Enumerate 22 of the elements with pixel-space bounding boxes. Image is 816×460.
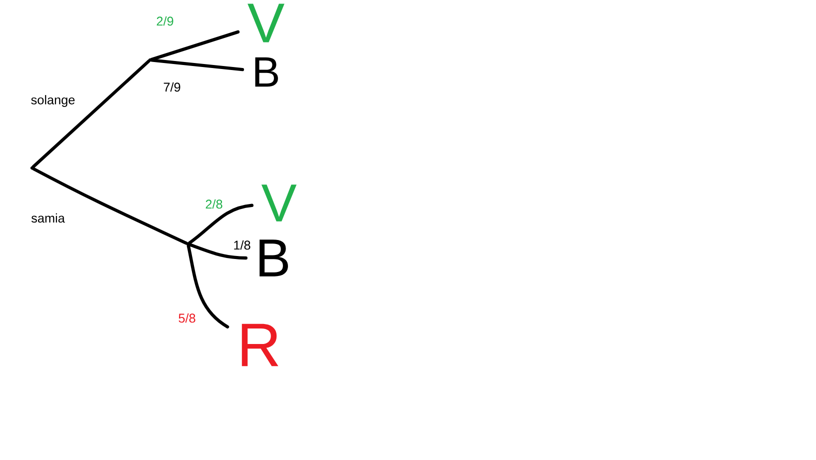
branch-line	[150, 30, 240, 62]
branch-line	[32, 60, 150, 168]
outcome-letter: B	[255, 57, 278, 87]
branch-line	[188, 243, 248, 260]
outcome-letter: V	[248, 4, 284, 42]
probability-label: 2/9	[156, 16, 174, 26]
branch-label: samia	[31, 213, 65, 223]
probability-label: 5/8	[178, 313, 196, 323]
outcome-letter: R	[242, 324, 278, 366]
branch-point	[30, 166, 34, 170]
outcome-letter: B	[260, 240, 288, 276]
branch-label: solange	[31, 95, 75, 107]
branch-line	[186, 244, 230, 328]
branch-point	[148, 58, 152, 62]
branch-point	[186, 242, 190, 246]
outcome-letter: V	[261, 184, 297, 222]
probability-label: 1/8	[234, 240, 250, 250]
probability-label: 7/9	[164, 82, 180, 92]
branch-line	[188, 204, 254, 245]
branch-line	[150, 58, 244, 72]
branch-line	[32, 167, 188, 245]
probability-label: 2/8	[206, 199, 222, 209]
